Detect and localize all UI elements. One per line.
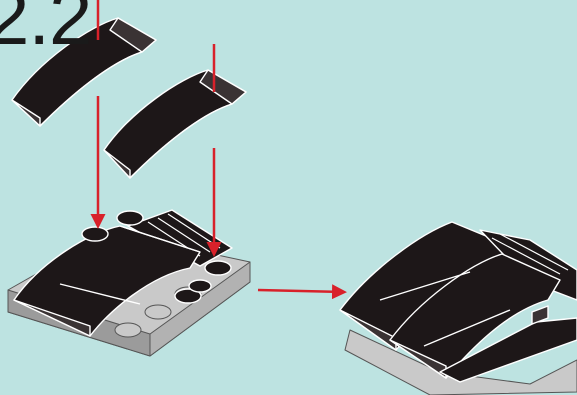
step-number: 2.2 [0,0,91,56]
